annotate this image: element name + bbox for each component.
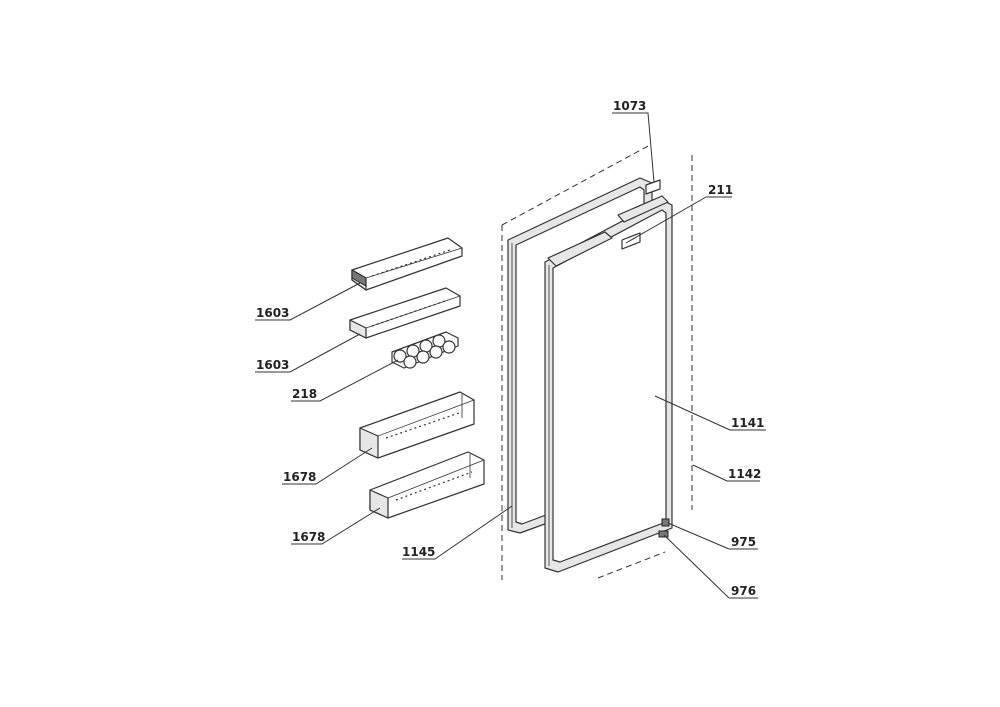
callout-1678-upper: 1678 — [283, 470, 316, 484]
callout-211: 211 — [708, 183, 733, 197]
callout-labels: 1073 211 1603 1603 218 1141 1142 1678 16… — [256, 99, 764, 598]
callout-1142: 1142 — [728, 467, 761, 481]
callout-975: 975 — [731, 535, 756, 549]
callout-1073: 1073 — [613, 99, 646, 113]
callout-1145: 1145 — [402, 545, 435, 559]
bottle-shelf-1678-lower — [369, 451, 485, 519]
callout-976: 976 — [731, 584, 756, 598]
door-shelf-1603-upper — [351, 237, 463, 291]
egg-tray — [391, 331, 459, 369]
door-panel — [544, 195, 673, 573]
callout-1603-lower: 1603 — [256, 358, 289, 372]
callout-1678-lower: 1678 — [292, 530, 325, 544]
callout-218: 218 — [292, 387, 317, 401]
assembly-guide-lines — [501, 144, 693, 580]
door-shelf-1603-lower — [349, 287, 461, 339]
callout-1141: 1141 — [731, 416, 764, 430]
bottle-shelf-1678-upper — [359, 391, 475, 459]
leader-lines — [255, 112, 766, 599]
callout-1603-upper: 1603 — [256, 306, 289, 320]
hinge-bracket — [645, 179, 661, 195]
